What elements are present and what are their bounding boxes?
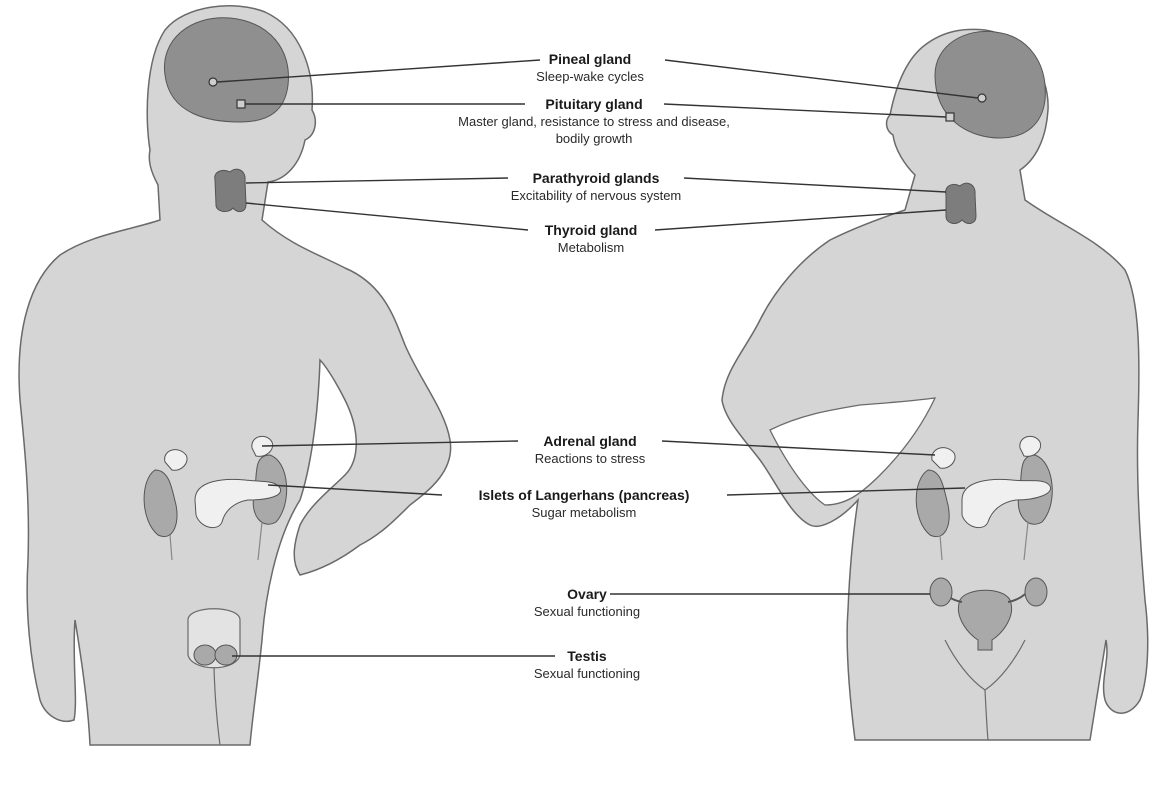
parathyroid-function: Excitability of nervous system bbox=[511, 187, 682, 204]
female-figure bbox=[722, 29, 1148, 740]
parathyroid-label: Parathyroid glands Excitability of nervo… bbox=[511, 170, 682, 204]
male-brain bbox=[164, 18, 288, 122]
male-testis-right bbox=[215, 645, 237, 665]
adrenal-name: Adrenal gland bbox=[535, 433, 646, 450]
female-right-ovary bbox=[1025, 578, 1047, 606]
thyroid-label: Thyroid gland Metabolism bbox=[545, 222, 638, 256]
thyroid-line-male bbox=[246, 203, 528, 230]
ovary-label: Ovary Sexual functioning bbox=[534, 586, 640, 620]
testis-function: Sexual functioning bbox=[534, 665, 640, 682]
pineal-function: Sleep-wake cycles bbox=[536, 68, 644, 85]
female-left-ovary bbox=[930, 578, 952, 606]
male-thyroid-gland bbox=[215, 169, 246, 211]
islets-function: Sugar metabolism bbox=[479, 504, 690, 521]
thyroid-name: Thyroid gland bbox=[545, 222, 638, 239]
pituitary-label: Pituitary gland Master gland, resistance… bbox=[458, 96, 730, 147]
female-thyroid-gland bbox=[946, 183, 976, 223]
male-figure bbox=[19, 6, 451, 745]
female-pituitary-marker bbox=[946, 113, 954, 121]
ovary-function: Sexual functioning bbox=[534, 603, 640, 620]
male-testis-left bbox=[194, 645, 216, 665]
islets-name: Islets of Langerhans (pancreas) bbox=[479, 487, 690, 504]
pineal-label: Pineal gland Sleep-wake cycles bbox=[536, 51, 644, 85]
parathyroid-line-female bbox=[684, 178, 946, 192]
female-pineal-dot bbox=[978, 94, 986, 102]
parathyroid-line-male bbox=[246, 178, 508, 183]
pituitary-function-line1: Master gland, resistance to stress and d… bbox=[458, 113, 730, 130]
adrenal-label: Adrenal gland Reactions to stress bbox=[535, 433, 646, 467]
ovary-name: Ovary bbox=[534, 586, 640, 603]
adrenal-function: Reactions to stress bbox=[535, 450, 646, 467]
male-pineal-dot bbox=[209, 78, 217, 86]
testis-name: Testis bbox=[534, 648, 640, 665]
parathyroid-name: Parathyroid glands bbox=[511, 170, 682, 187]
pituitary-name: Pituitary gland bbox=[458, 96, 730, 113]
pituitary-function-line2: bodily growth bbox=[458, 130, 730, 147]
female-body-silhouette bbox=[722, 29, 1148, 740]
male-pituitary-marker bbox=[237, 100, 245, 108]
thyroid-function: Metabolism bbox=[545, 239, 638, 256]
islets-label: Islets of Langerhans (pancreas) Sugar me… bbox=[479, 487, 690, 521]
pineal-name: Pineal gland bbox=[536, 51, 644, 68]
testis-label: Testis Sexual functioning bbox=[534, 648, 640, 682]
